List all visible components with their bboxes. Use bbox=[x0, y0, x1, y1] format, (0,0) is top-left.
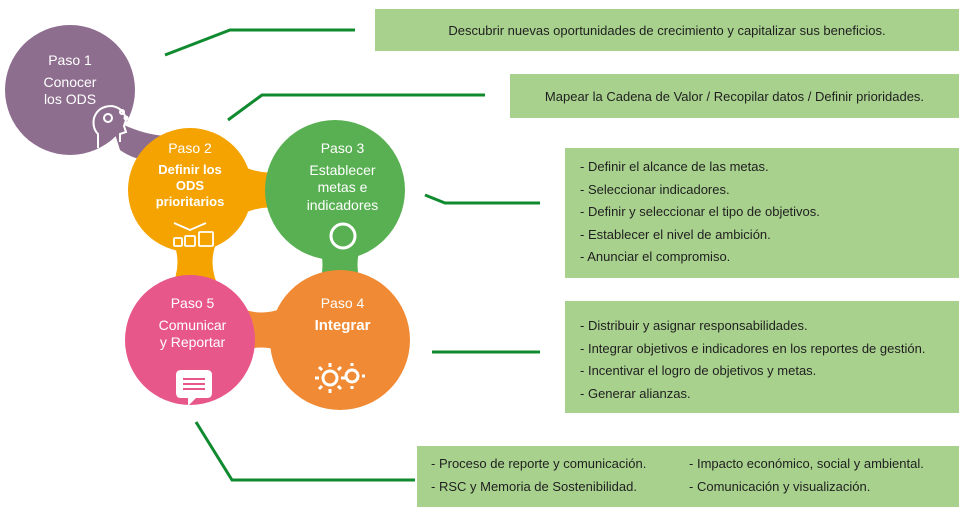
step-3-description-box: Definir el alcance de las metas. Selecci… bbox=[565, 148, 959, 278]
step-2-title: Paso 2 bbox=[168, 140, 212, 156]
step-2-description-box: Mapear la Cadena de Valor / Recopilar da… bbox=[510, 74, 959, 118]
step-5-task-list-right: Impacto económico, social y ambiental. C… bbox=[689, 453, 924, 498]
step-5-title: Paso 5 bbox=[170, 295, 215, 311]
step-5-task-list-left: Proceso de reporte y comunicación. RSC y… bbox=[431, 453, 646, 498]
step-2-label: Paso 2 Definir los ODS prioritarios bbox=[145, 140, 235, 210]
step-3-title: Paso 3 bbox=[320, 140, 365, 156]
connector-line-3 bbox=[424, 193, 540, 205]
step-5-task: Comunicación y visualización. bbox=[689, 476, 924, 499]
step-4-task: Incentivar el logro de objetivos y metas… bbox=[580, 360, 959, 383]
step-3-name-line-3: indicadores bbox=[306, 196, 379, 213]
step-3-task: Establecer el nivel de ambición. bbox=[580, 224, 959, 247]
step-4-description-box: Distribuir y asignar responsabilidades. … bbox=[565, 301, 959, 413]
step-3-task: Seleccionar indicadores. bbox=[580, 179, 959, 202]
step-2-name-line-1: Definir los bbox=[158, 161, 222, 177]
step-3-circle bbox=[265, 120, 405, 260]
step-5-name-line-1: Comunicar bbox=[158, 316, 227, 333]
step-1-label: Paso 1 Conocer los ODS bbox=[20, 52, 120, 109]
step-5-circle bbox=[125, 275, 255, 405]
step-4-circle bbox=[270, 270, 410, 410]
step-1-description: Descubrir nuevas oportunidades de crecim… bbox=[448, 22, 886, 38]
step-5-label: Paso 5 Comunicar y Reportar bbox=[145, 295, 240, 352]
step-2-description: Mapear la Cadena de Valor / Recopilar da… bbox=[544, 88, 925, 104]
step-1-name-line-1: Conocer bbox=[43, 73, 97, 90]
gears-icon bbox=[315, 363, 365, 393]
connector-line-1 bbox=[164, 28, 355, 57]
step-3-task: Definir el alcance de las metas. bbox=[580, 156, 959, 179]
step-4-label: Paso 4 Integrar bbox=[295, 295, 390, 335]
step-5-task: Impacto económico, social y ambiental. bbox=[689, 453, 924, 476]
step-5-name-line-2: y Reportar bbox=[159, 334, 226, 350]
connector-line-2 bbox=[227, 93, 485, 122]
selection-boxes-icon bbox=[173, 222, 214, 247]
step-3-name-line-2: metas e bbox=[317, 179, 368, 195]
step-4-task-list: Distribuir y asignar responsabilidades. … bbox=[580, 315, 959, 405]
head-brain-icon bbox=[92, 104, 129, 148]
step-2-circle bbox=[128, 128, 252, 252]
step-4-task: Integrar objetivos e indicadores en los … bbox=[580, 338, 959, 361]
step-4-title: Paso 4 bbox=[320, 295, 365, 311]
connector-line-5 bbox=[194, 421, 415, 482]
step-3-task-list: Definir el alcance de las metas. Selecci… bbox=[580, 156, 959, 269]
step-1-name-line-2: los ODS bbox=[43, 91, 97, 107]
step-1-circle bbox=[5, 25, 135, 155]
step-5-task: RSC y Memoria de Sostenibilidad. bbox=[431, 476, 646, 499]
step-4-task: Generar alianzas. bbox=[580, 383, 959, 406]
step-2-name-line-3: prioritarios bbox=[155, 194, 225, 209]
step-3-task: Anunciar el compromiso. bbox=[580, 246, 959, 269]
step-1-description-box: Descubrir nuevas oportunidades de crecim… bbox=[375, 9, 959, 51]
step-5-task: Proceso de reporte y comunicación. bbox=[431, 453, 646, 476]
step-4-name: Integrar bbox=[314, 316, 371, 334]
step-1-title: Paso 1 bbox=[48, 52, 92, 68]
step-3-name-line-1: Establecer bbox=[309, 161, 376, 178]
step-3-task: Definir y seleccionar el tipo de objetiv… bbox=[580, 201, 959, 224]
step-5-description-box: Proceso de reporte y comunicación. RSC y… bbox=[417, 446, 959, 507]
step-2-name-line-2: ODS bbox=[175, 177, 205, 193]
speech-bubble-icon bbox=[176, 370, 212, 406]
step-3-label: Paso 3 Establecer metas e indicadores bbox=[295, 140, 390, 214]
step-4-task: Distribuir y asignar responsabilidades. bbox=[580, 315, 959, 338]
target-ring-icon bbox=[329, 222, 357, 250]
